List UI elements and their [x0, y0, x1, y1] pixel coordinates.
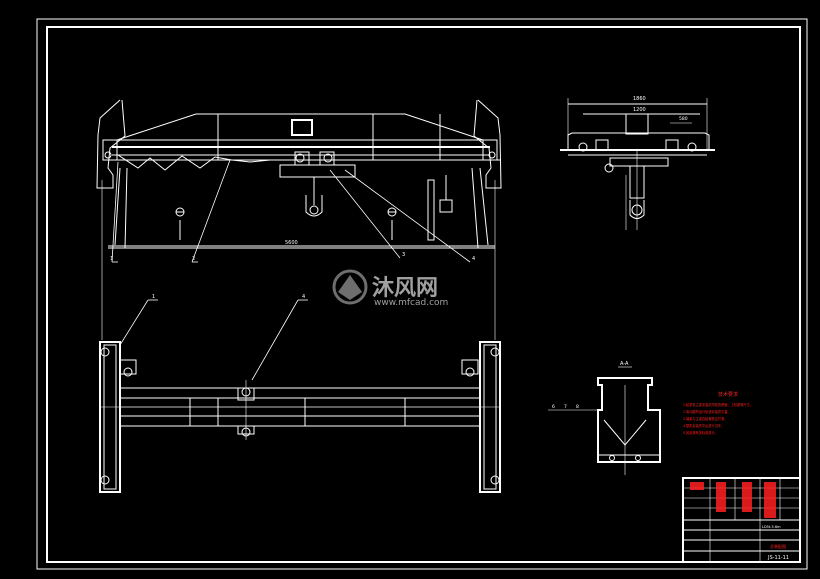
- pendant: [427, 179, 435, 241]
- leader-2: 2: [192, 256, 195, 262]
- span-dim: 5600: [285, 240, 298, 246]
- side-view: 1860 1200 580: [560, 96, 715, 230]
- technical-requirements: 技术要求 1.起重机主梁安装前须检查跨度、上拱度等尺寸。 2.电动葫芦运行轨道安…: [683, 391, 753, 435]
- title-label-a: 总装配图: [770, 543, 786, 549]
- truss: [117, 154, 271, 171]
- watermark-brand: 沐风网: [372, 276, 438, 301]
- inner-frame: [46, 26, 801, 563]
- plan-leader-1: 1: [152, 294, 155, 300]
- end-carriage-left: [102, 139, 118, 161]
- drawing-number: JS-11-11: [767, 555, 789, 561]
- side-dim-top: 1860: [633, 96, 646, 102]
- title-block: LD5t-5.6m 总装配图 JS-11-11: [682, 477, 801, 563]
- tech-req-line-4: 4.整机安装完毕后进行试车。: [683, 423, 724, 428]
- tech-req-line-3: 3.端梁与主梁连接螺栓应拧紧。: [683, 416, 727, 421]
- watermark-url: www.mfcad.com: [374, 298, 448, 308]
- tech-req-line-2: 2.电动葫芦运行轨道安装须平直。: [683, 409, 731, 414]
- plan-end-right: [479, 341, 501, 493]
- front-view: 5600 1 2 3 4: [96, 99, 502, 340]
- plan-end-left: [99, 341, 121, 493]
- section-leader-8: 8: [576, 404, 579, 410]
- end-carriage-right: [482, 139, 498, 161]
- tech-req-title: 技术要求: [718, 391, 738, 398]
- title-label-b: LD5t-5.6m: [762, 525, 781, 529]
- side-dim-small: 580: [679, 116, 688, 122]
- outer-frame: [36, 18, 808, 570]
- watermark: 沐风网 www.mfcad.com: [332, 269, 448, 308]
- main-girder: [116, 113, 484, 141]
- tech-req-line-5: 5.其余按有关标准执行。: [683, 430, 718, 435]
- plan-view: 1 4: [99, 294, 501, 493]
- leader-1: 1: [110, 256, 113, 262]
- side-dim-inner: 1200: [633, 107, 646, 113]
- section-leader-6: 6: [552, 404, 555, 410]
- plan-leader-4: 4: [302, 294, 305, 300]
- right-column: [473, 99, 502, 189]
- leader-4: 4: [472, 256, 475, 262]
- left-column: [96, 99, 126, 189]
- tech-req-line-1: 1.起重机主梁安装前须检查跨度、上拱度等尺寸。: [683, 402, 753, 407]
- hoist: [279, 151, 356, 217]
- section-label: A-A: [620, 361, 629, 367]
- section-leader-7: 7: [564, 404, 567, 410]
- section-view: A-A 6 7 8: [548, 361, 661, 475]
- center-box: [291, 119, 313, 136]
- watermark-logo: [332, 269, 368, 305]
- leader-3: 3: [402, 252, 405, 258]
